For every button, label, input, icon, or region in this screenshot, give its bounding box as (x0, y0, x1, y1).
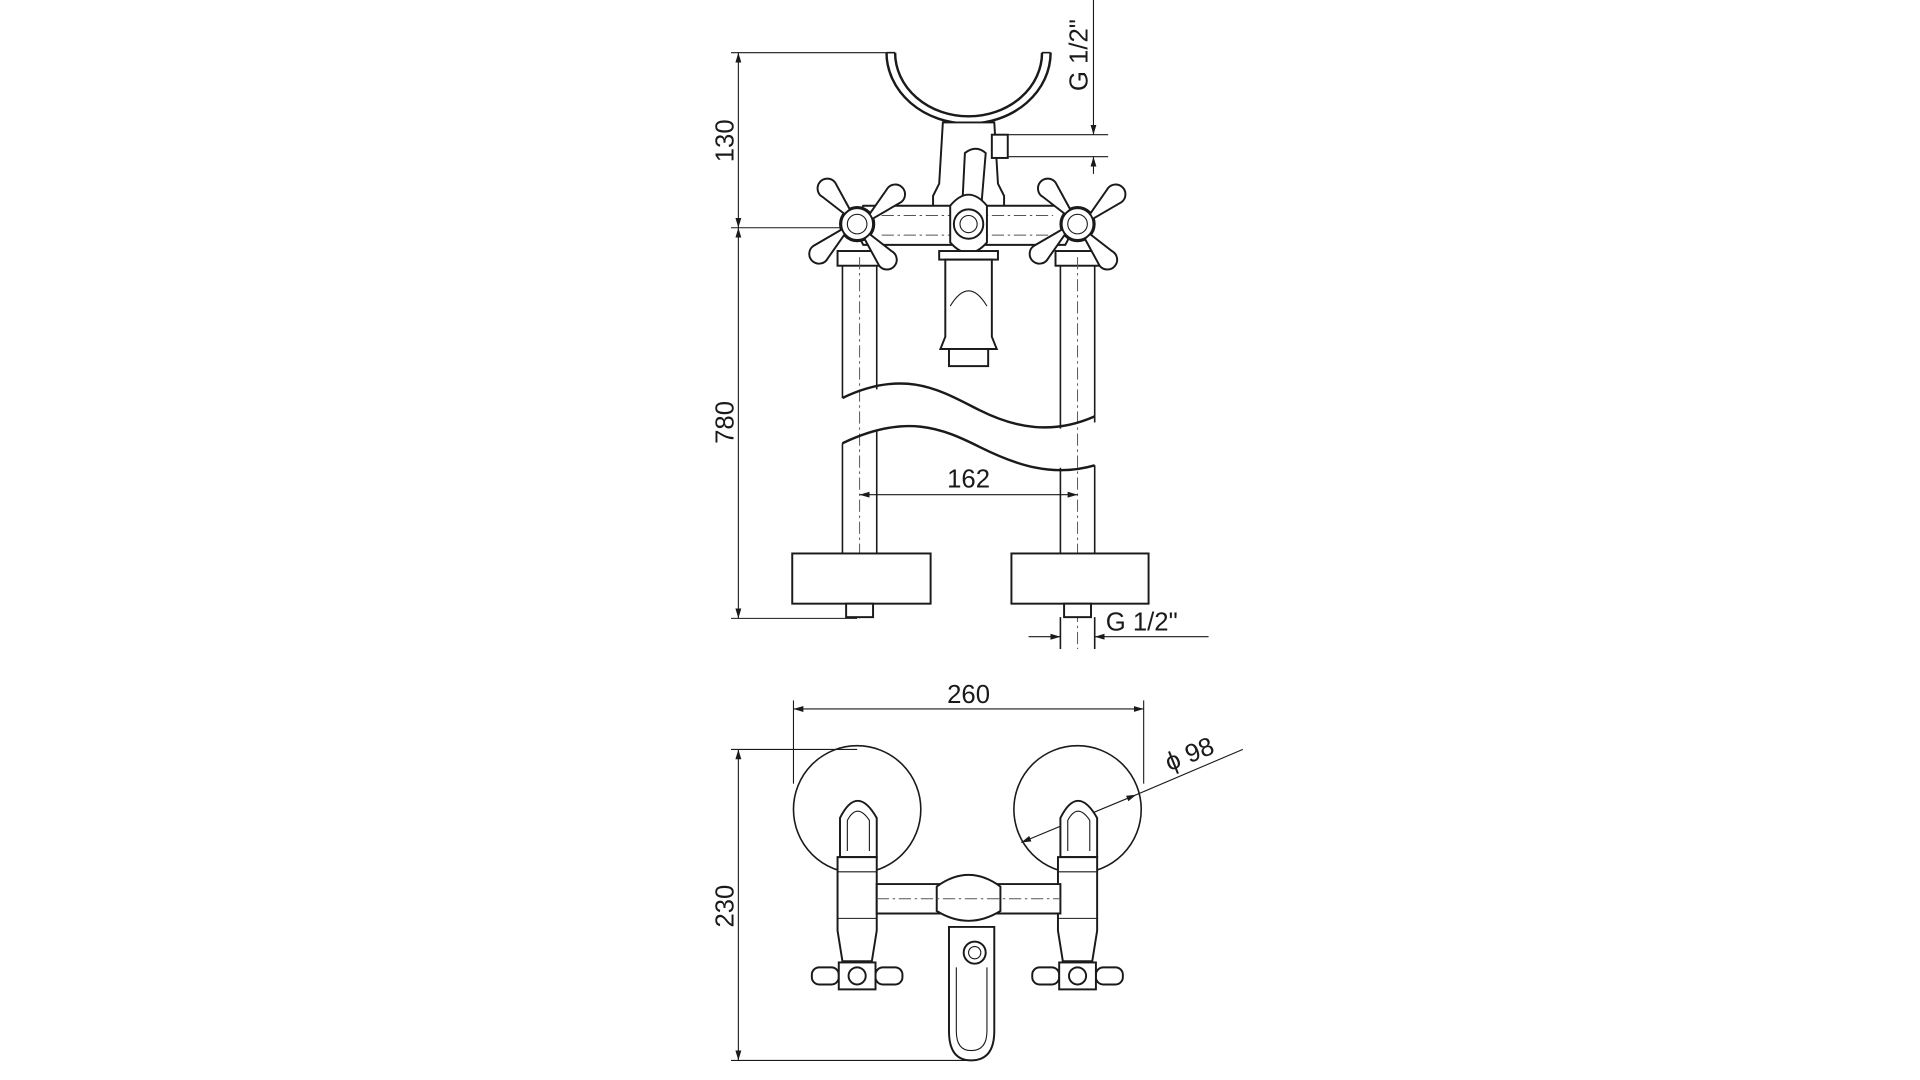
left-floor-flange (791, 552, 932, 605)
dimension-230: 230 (711, 748, 968, 1061)
inlet-thread-label: G 1/2" (1106, 609, 1178, 637)
cold-cross-handle-top (1031, 961, 1124, 991)
front-view: 130 780 G 1/2" (711, 0, 1209, 649)
dimension-130: 130 (711, 52, 894, 229)
dim-260-label: 260 (947, 681, 990, 709)
dim-130-label: 130 (711, 119, 739, 162)
hot-cross-handle-top (810, 961, 904, 991)
dimension-260: 260 (792, 681, 1145, 784)
dim-230-label: 230 (711, 885, 739, 928)
top-view: 260 230 ϕ 98 (711, 681, 1244, 1062)
dimension-780: 780 (711, 227, 858, 619)
dimension-outlet-thread: G 1/2" (1007, 0, 1109, 174)
dimension-162: 162 (859, 465, 1078, 498)
dimension-flange-diameter: ϕ 98 (1021, 732, 1244, 843)
dimension-inlet-thread: G 1/2" (1028, 609, 1209, 640)
flange-diameter-label: ϕ 98 (1161, 732, 1218, 777)
dim-780-label: 780 (711, 401, 739, 444)
shower-cradle (885, 52, 1052, 125)
dim-162-label: 162 (947, 465, 990, 493)
bath-spout (938, 258, 999, 350)
outlet-thread-label: G 1/2" (1065, 19, 1093, 91)
right-floor-flange (1010, 552, 1150, 605)
